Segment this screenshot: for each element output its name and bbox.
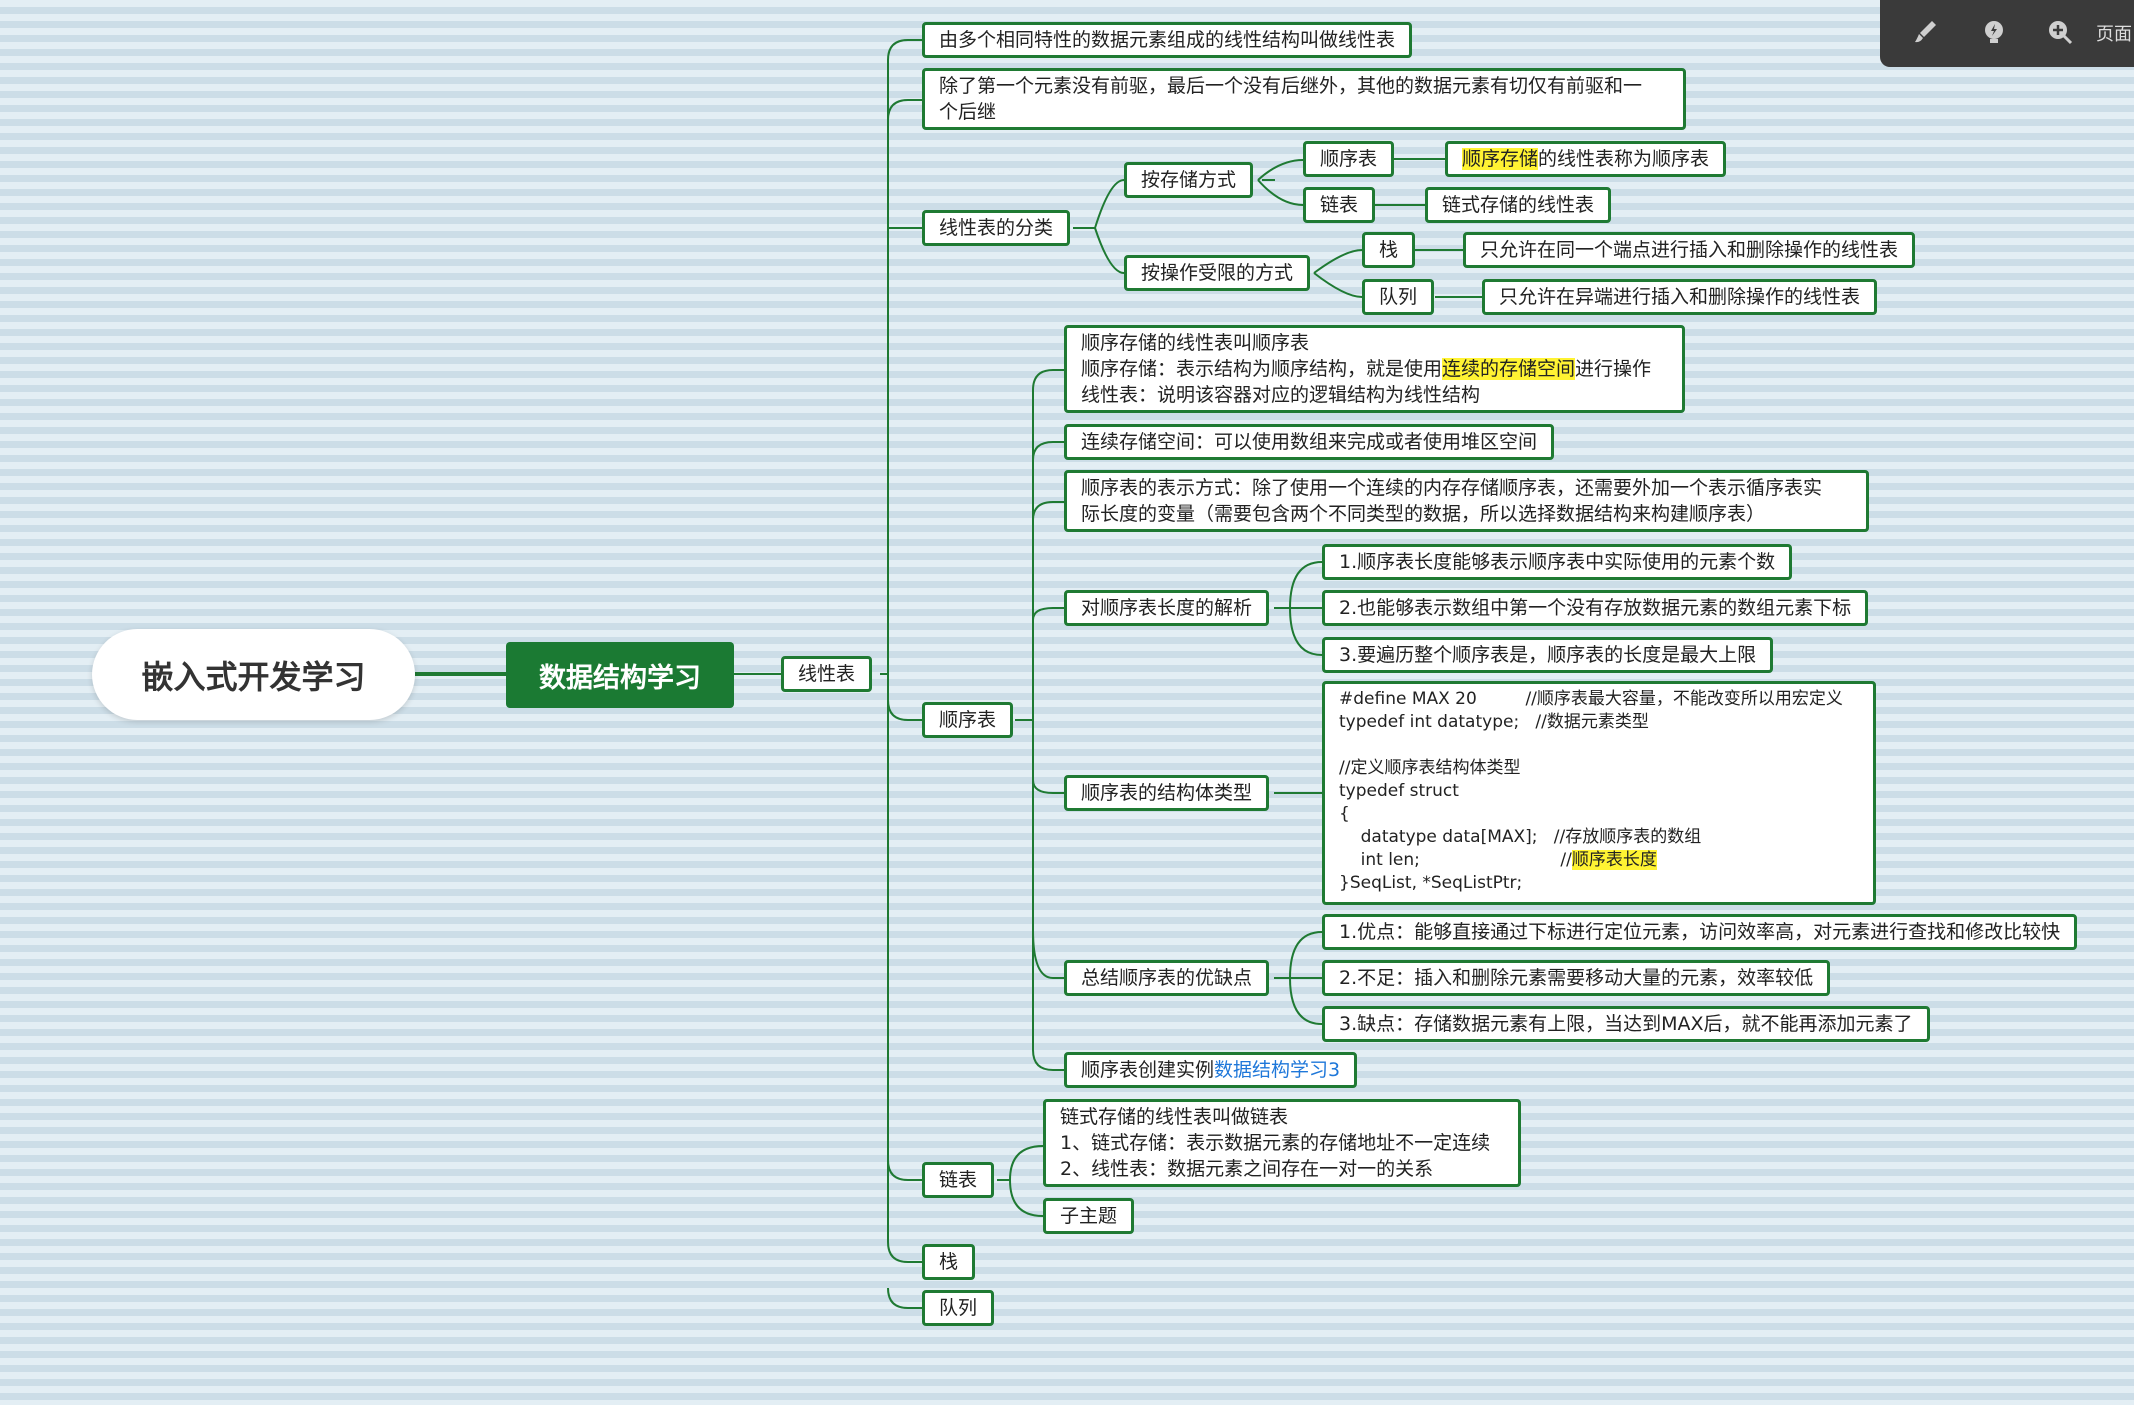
example-link[interactable]: 数据结构学习3: [1214, 1059, 1341, 1081]
topic-length-item-2[interactable]: 2.也能够表示数组中第一个没有存放数据元素的数组元素下标: [1322, 590, 1869, 626]
highlight-text: 连续的存储空间: [1442, 358, 1576, 380]
topic-sequential-list[interactable]: 顺序表: [922, 702, 1014, 738]
page-view-label[interactable]: 页面: [2096, 24, 2132, 45]
topic-contiguous-space[interactable]: 连续存储空间：可以使用数组来完成或者使用堆区空间: [1064, 424, 1555, 460]
highlight-text: 顺序存储: [1462, 148, 1539, 170]
floating-toolbar: 页面: [1880, 0, 2134, 67]
topic-queue[interactable]: 队列: [922, 1290, 995, 1326]
topic-representation[interactable]: 顺序表的表示方式：除了使用一个连续的内存存储顺序表，还需要外加一个表示循序表实 …: [1064, 470, 1869, 532]
topic-class-link[interactable]: 链表: [1303, 187, 1376, 223]
topic-linear-list[interactable]: 线性表: [781, 656, 873, 692]
topic-struct-type[interactable]: 顺序表的结构体类型: [1064, 775, 1270, 811]
topic-length-analysis[interactable]: 对顺序表长度的解析: [1064, 590, 1270, 626]
topic-example[interactable]: 顺序表创建实例数据结构学习3: [1064, 1052, 1358, 1088]
topic-pros-item-2[interactable]: 2.不足：插入和删除元素需要移动大量的元素，效率较低: [1322, 960, 1831, 996]
lightbulb-icon[interactable]: [1976, 14, 2012, 50]
topic-pros-item-1[interactable]: 1.优点：能够直接通过下标进行定位元素，访问效率高，对元素进行查找和修改比较快: [1322, 914, 2078, 950]
topic-pros-item-3[interactable]: 3.缺点：存储数据元素有上限，当达到MAX后，就不能再添加元素了: [1322, 1006, 1930, 1042]
topic-linked-list[interactable]: 链表: [922, 1162, 995, 1198]
topic-stack[interactable]: 栈: [922, 1244, 976, 1280]
main-topic[interactable]: 数据结构学习: [506, 642, 734, 708]
topic-class-queue-desc[interactable]: 只允许在异端进行插入和删除操作的线性表: [1482, 279, 1878, 315]
topic-classification[interactable]: 线性表的分类: [922, 210, 1071, 246]
topic-seq-definition[interactable]: 顺序存储的线性表叫顺序表 顺序存储：表示结构为顺序结构，就是使用连续的存储空间进…: [1064, 325, 1685, 413]
topic-struct-code[interactable]: #define MAX 20 //顺序表最大容量，不能改变所以用宏定义 type…: [1322, 681, 1876, 905]
topic-class-stack-desc[interactable]: 只允许在同一个端点进行插入和删除操作的线性表: [1463, 232, 1916, 268]
topic-class-stack[interactable]: 栈: [1362, 232, 1416, 268]
topic-length-item-1[interactable]: 1.顺序表长度能够表示顺序表中实际使用的元素个数: [1322, 544, 1793, 580]
topic-pros-cons[interactable]: 总结顺序表的优缺点: [1064, 960, 1270, 996]
topic-class-seq[interactable]: 顺序表: [1303, 141, 1395, 177]
topic-class-link-desc[interactable]: 链式存储的线性表: [1425, 187, 1612, 223]
topic-predecessor-rule[interactable]: 除了第一个元素没有前驱，最后一个没有后继外，其他的数据元素有切仅有前驱和一 个后…: [922, 68, 1686, 130]
topic-class-queue[interactable]: 队列: [1362, 279, 1435, 315]
zoom-in-icon[interactable]: [2042, 14, 2078, 50]
topic-subtopic[interactable]: 子主题: [1043, 1198, 1135, 1234]
brush-icon[interactable]: [1908, 14, 1944, 50]
topic-link-definition[interactable]: 链式存储的线性表叫做链表 1、链式存储：表示数据元素的存储地址不一定连续 2、线…: [1043, 1099, 1521, 1187]
topic-definition[interactable]: 由多个相同特性的数据元素组成的线性结构叫做线性表: [922, 22, 1413, 58]
root-topic[interactable]: 嵌入式开发学习: [92, 629, 415, 720]
topic-length-item-3[interactable]: 3.要遍历整个顺序表是，顺序表的长度是最大上限: [1322, 637, 1774, 673]
highlight-text: 顺序表长度: [1571, 850, 1657, 870]
topic-by-restriction[interactable]: 按操作受限的方式: [1124, 255, 1311, 291]
topic-by-storage[interactable]: 按存储方式: [1124, 162, 1254, 198]
topic-class-seq-desc[interactable]: 顺序存储的线性表称为顺序表: [1445, 141, 1727, 177]
